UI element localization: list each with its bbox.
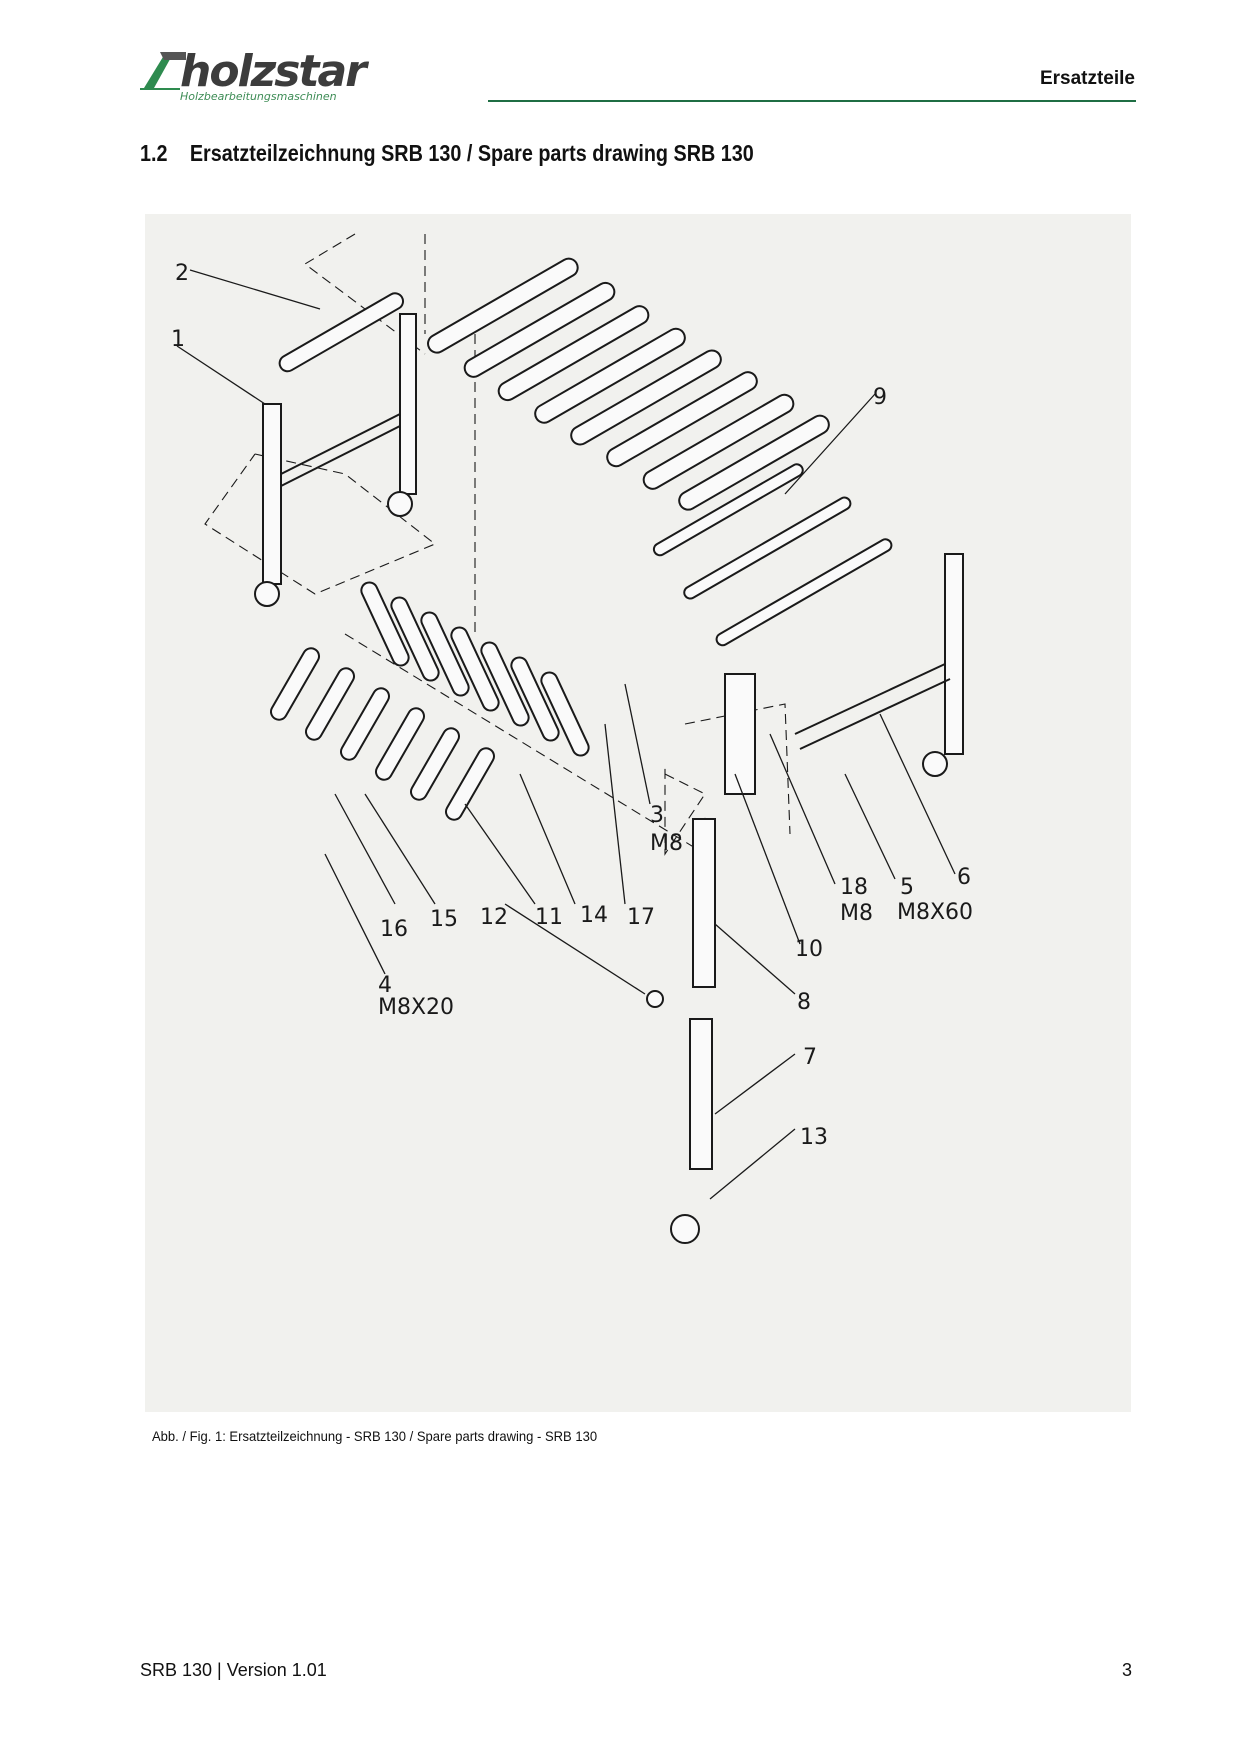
logo-mark-icon bbox=[140, 52, 186, 90]
scissor-links bbox=[270, 463, 893, 821]
callout-10: 10 bbox=[795, 937, 823, 962]
footer-document-version: SRB 130 | Version 1.01 bbox=[140, 1660, 327, 1680]
header-rule bbox=[488, 100, 1136, 102]
callout-8: 8 bbox=[797, 990, 811, 1015]
callout-3: 3 bbox=[650, 803, 664, 828]
brand-subtitle: Holzbearbeitungsmaschinen bbox=[180, 90, 337, 103]
exploded-view-drawing: 1 2 3 M8 4 M8X20 5 M8X60 6 7 8 9 10 11 1… bbox=[171, 233, 973, 1244]
leg-assembly bbox=[646, 818, 716, 1244]
header-section-label: Ersatzteile bbox=[1039, 68, 1135, 89]
right-stand bbox=[724, 553, 964, 795]
callout-16: 16 bbox=[380, 917, 408, 942]
construction-lines bbox=[204, 233, 791, 856]
callout-12: 12 bbox=[480, 905, 508, 930]
callout-17: 17 bbox=[627, 905, 655, 930]
callout-11: 11 bbox=[535, 905, 563, 930]
callout-18: 18 bbox=[840, 875, 868, 900]
callout-5-spec: M8X60 bbox=[897, 900, 973, 925]
callout-1: 1 bbox=[171, 327, 185, 352]
callout-14: 14 bbox=[580, 903, 608, 928]
figure-caption: Abb. / Fig. 1: Ersatzteilzeichnung - SRB… bbox=[152, 1428, 598, 1444]
spare-parts-drawing: 1 2 3 M8 4 M8X20 5 M8X60 6 7 8 9 10 11 1… bbox=[145, 214, 1131, 1412]
callout-labels: 1 2 3 M8 4 M8X20 5 M8X60 6 7 8 9 10 11 1… bbox=[171, 261, 973, 1150]
roller-set bbox=[278, 257, 830, 511]
section-heading: 1.2 Ersatzteilzeichnung SRB 130 / Spare p… bbox=[140, 140, 754, 167]
left-stand bbox=[254, 313, 417, 607]
callout-13: 13 bbox=[800, 1125, 828, 1150]
section-title: Ersatzteilzeichnung SRB 130 / Spare part… bbox=[189, 140, 754, 166]
callout-3-spec: M8 bbox=[650, 831, 683, 856]
callout-7: 7 bbox=[803, 1045, 817, 1070]
callout-5: 5 bbox=[900, 875, 914, 900]
callout-18-spec: M8 bbox=[840, 901, 873, 926]
footer-page-number: 3 bbox=[1121, 1660, 1132, 1680]
callout-6: 6 bbox=[957, 865, 971, 890]
brand-logo: holzstar Holzbearbeitungsmaschinen bbox=[140, 46, 420, 106]
callout-4: 4 bbox=[378, 973, 392, 998]
callout-4-spec: M8X20 bbox=[378, 995, 454, 1020]
callout-15: 15 bbox=[430, 907, 458, 932]
callout-9: 9 bbox=[873, 385, 887, 410]
leader-lines bbox=[176, 269, 956, 1200]
section-number: 1.2 bbox=[140, 140, 168, 166]
brand-name: holzstar bbox=[180, 46, 367, 97]
callout-2: 2 bbox=[175, 261, 189, 286]
